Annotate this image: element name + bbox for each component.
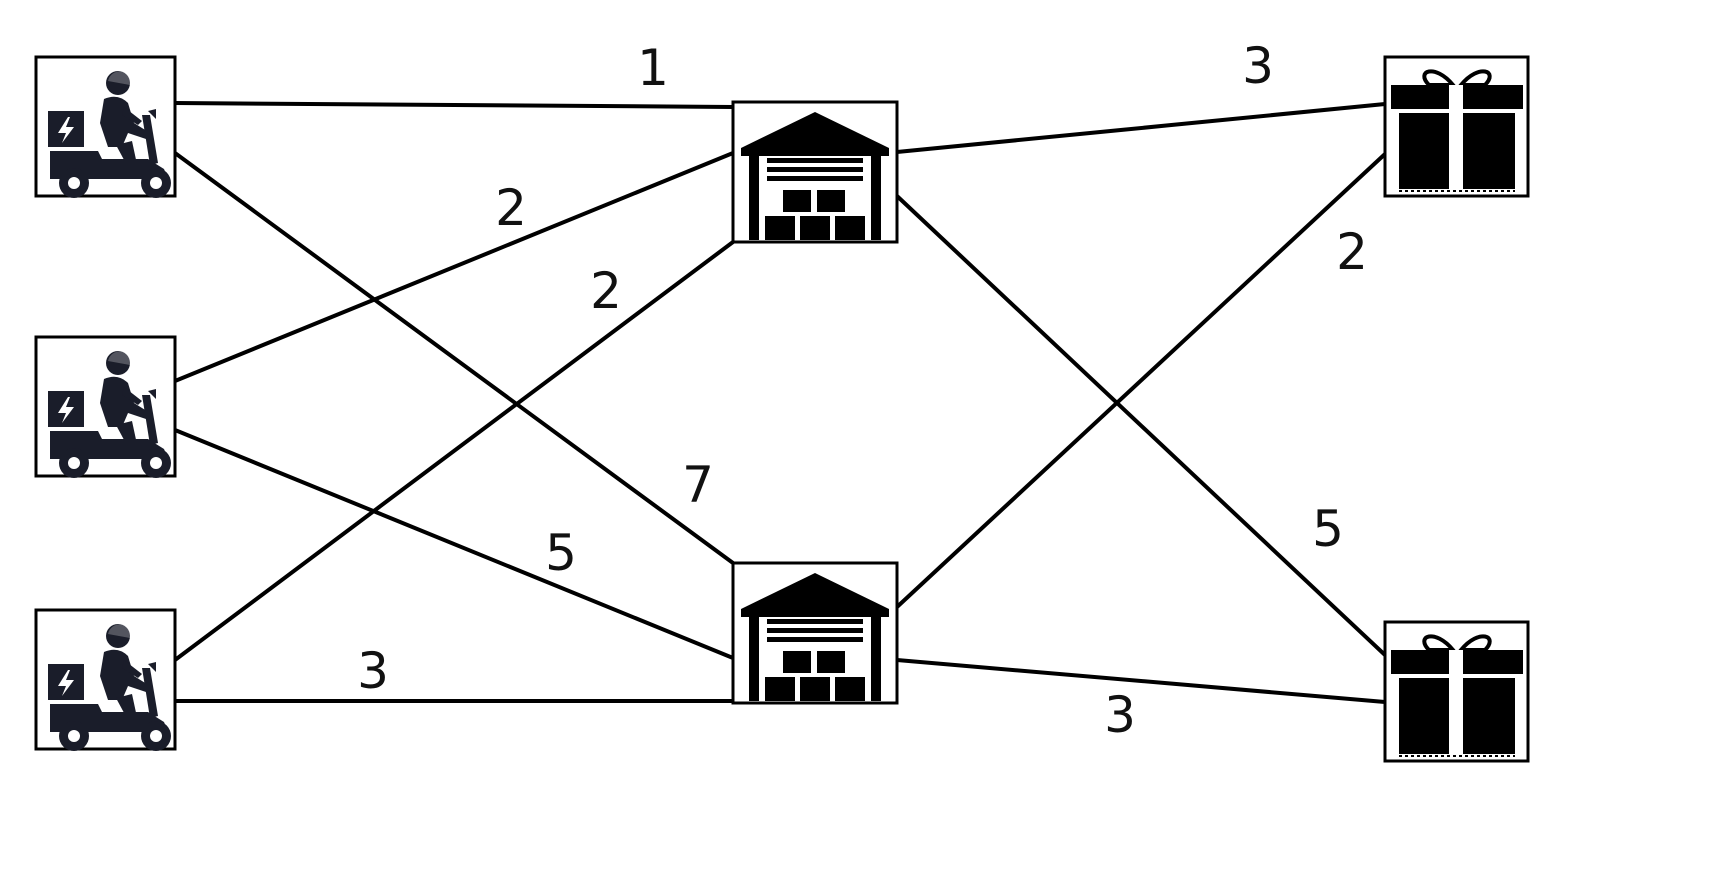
edge-weight-w2-g2: 3 xyxy=(1104,686,1136,744)
gift-box-icon xyxy=(1389,69,1525,193)
edge-weight-w1-g2: 5 xyxy=(1312,500,1344,558)
gift-box-icon xyxy=(1389,634,1525,758)
edge-line-c2-w1 xyxy=(173,151,735,383)
edge-line-w1-g1 xyxy=(895,102,1387,154)
edge-weight-c1-w2: 7 xyxy=(682,456,714,514)
edge-weight-c3-w2: 3 xyxy=(357,642,389,700)
edge-weight-c1-w1: 1 xyxy=(637,39,669,97)
courier-node-2 xyxy=(34,335,177,478)
gift-node-2 xyxy=(1383,620,1530,763)
edges-group xyxy=(173,101,1387,704)
edge-line-c3-w1 xyxy=(173,240,735,662)
edge-weight-c2-w1: 2 xyxy=(495,179,527,237)
edge-line-c1-w2 xyxy=(173,151,735,565)
edge-labels-group: 1 7 2 5 2 3 3 5 2 3 xyxy=(357,37,1368,744)
edge-weight-c3-w1: 2 xyxy=(590,262,622,320)
edge-weight-w1-g1: 3 xyxy=(1242,37,1274,95)
edge-line-c2-w2 xyxy=(173,428,735,660)
courier-node-3 xyxy=(34,608,177,751)
courier-node-1 xyxy=(34,55,177,198)
edge-line-w2-g1 xyxy=(895,152,1387,609)
warehouse-node-1 xyxy=(731,100,899,244)
edge-weight-w2-g1: 2 xyxy=(1336,223,1368,281)
edge-weight-c2-w2: 5 xyxy=(545,524,577,582)
edge-line-w1-g2 xyxy=(895,194,1387,657)
warehouse-node-2 xyxy=(731,561,899,705)
edge-line-c1-w1 xyxy=(173,101,735,109)
edge-line-w2-g2 xyxy=(895,658,1387,704)
gift-node-1 xyxy=(1383,55,1530,198)
